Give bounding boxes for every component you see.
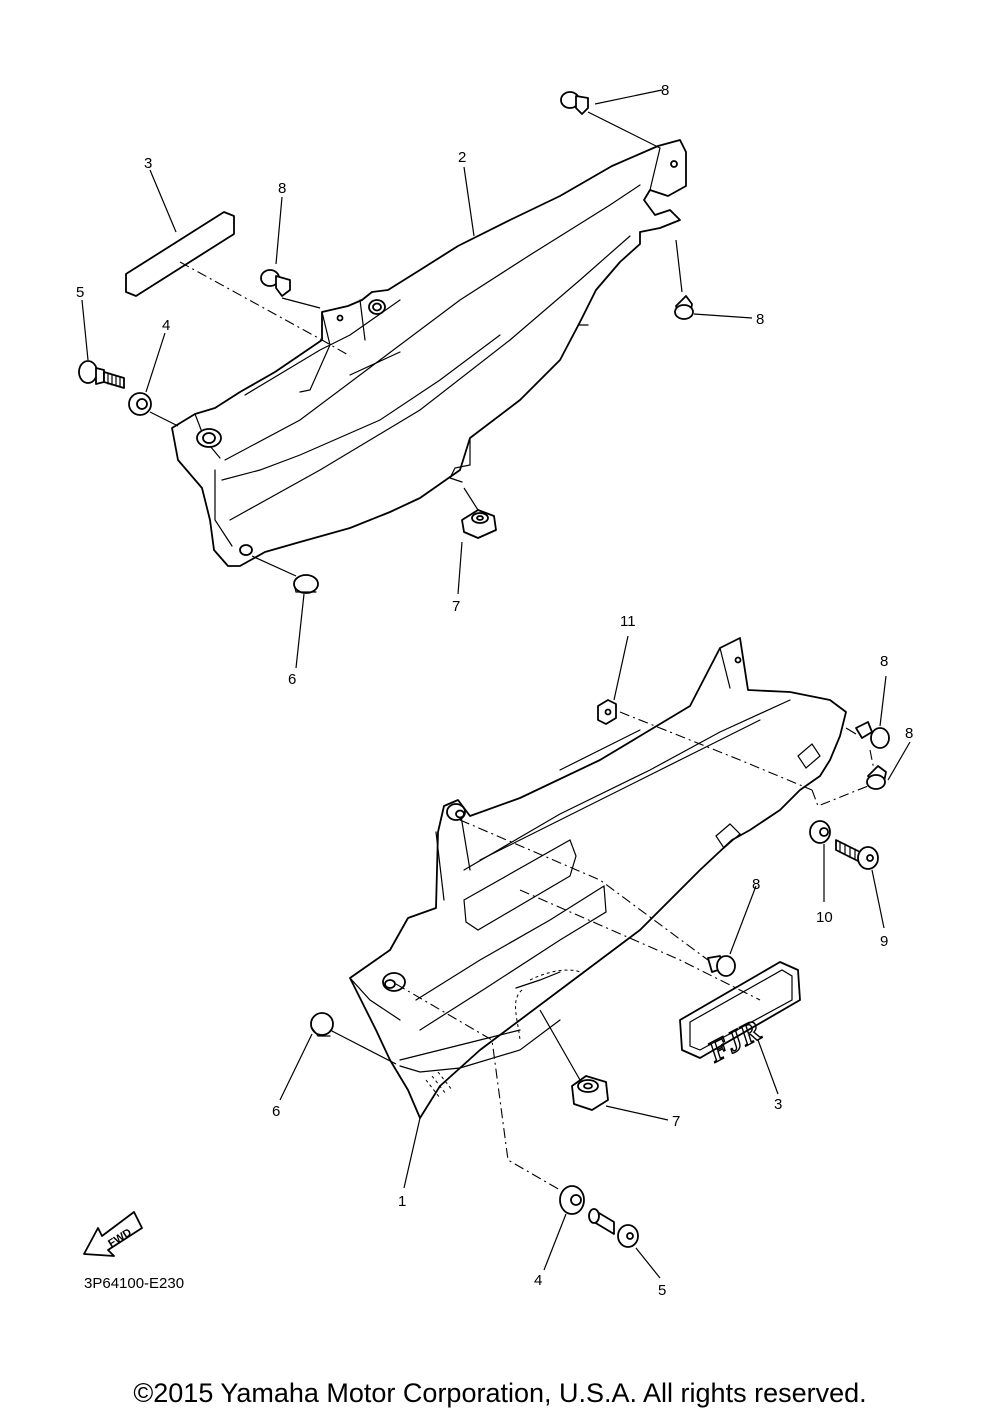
emblem-plate-3-upper [125,211,235,297]
side-cover-2 [171,139,687,567]
copyright-notice: ©2015 Yamaha Motor Corporation, U.S.A. A… [133,1378,867,1408]
clip-8-lower-c [707,955,736,977]
clip-8-lower-a [855,721,890,749]
cap-6-lower [310,1012,334,1037]
side-cover-1 [349,637,847,1119]
callout-3: 3 [774,1096,782,1113]
callout-8: 8 [752,876,760,893]
emblem-3-lower: FJR [679,961,801,1070]
callout-6: 6 [288,671,296,688]
callout-9: 9 [880,933,888,950]
clip-8-lower-b [866,765,887,790]
callout-5: 5 [658,1282,666,1299]
callout-1: 1 [398,1193,406,1210]
callout-8: 8 [880,653,888,670]
callout-8: 8 [661,82,669,99]
clip-8-upper-c [674,295,694,320]
cap-6-upper [293,574,319,594]
grommet-7-upper [461,509,497,539]
grommet-7-lower [571,1075,609,1111]
grommet-4-upper [128,392,152,416]
clip-8-upper-a [560,91,589,115]
bolt-5-lower [588,1208,639,1248]
callout-5: 5 [76,284,84,301]
callout-4: 4 [534,1272,542,1289]
callout-8: 8 [756,311,764,328]
bolt-9 [835,839,879,870]
fwd-arrow-icon: FWD [83,1211,143,1257]
grommet-10 [809,820,831,844]
bolt-5-upper [78,360,125,389]
callout-4: 4 [162,317,170,334]
callout-10: 10 [816,909,833,926]
callout-labels-upper: 8 2 3 8 5 4 8 7 6 [76,82,764,688]
callout-7: 7 [452,598,460,615]
callout-2: 2 [458,149,466,166]
part-code-label: 3P64100-E230 [84,1275,184,1292]
callout-6: 6 [272,1103,280,1120]
callout-3: 3 [144,155,152,172]
callout-11: 11 [620,613,636,630]
callout-8: 8 [278,180,286,197]
callout-7: 7 [672,1113,680,1130]
lower-side-cover-assembly: FJR FWD [83,635,911,1279]
upper-side-cover-assembly [78,89,753,669]
grommet-4-lower [559,1185,585,1215]
clip-8-upper-b [260,269,291,297]
callout-8: 8 [905,725,913,742]
callout-labels-lower: 11 8 8 10 9 8 3 7 6 1 4 5 [272,613,913,1299]
